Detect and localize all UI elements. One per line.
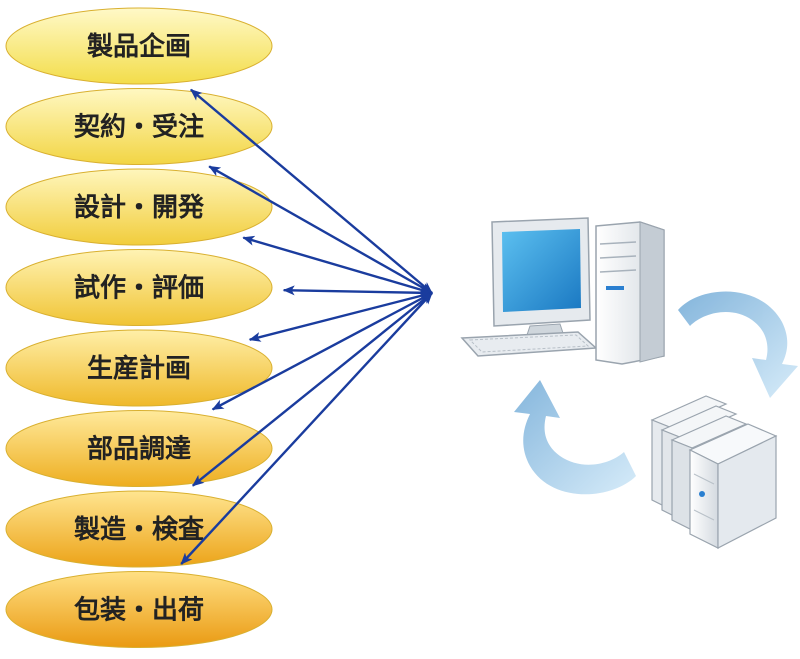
stage-node: 試作・評価: [5, 249, 273, 326]
stage-label: 部品調達: [87, 434, 191, 465]
server-icon: [650, 395, 778, 549]
stage-node: 生産計画: [5, 329, 273, 407]
stage-label: 契約・受注: [73, 112, 204, 143]
desktop-computer-icon: [460, 217, 665, 365]
stage-ellipse: [5, 7, 273, 85]
sync-cycle-icon: [514, 291, 798, 495]
stage-node: 契約・受注: [5, 88, 273, 165]
stage-label: 製品企画: [87, 31, 191, 62]
bidirectional-arrow: [282, 285, 433, 298]
stage-label: 生産計画: [87, 353, 191, 384]
stage-ellipse: [5, 571, 273, 648]
stage-node: 製品企画: [5, 7, 273, 85]
stage-node: 包装・出荷: [5, 571, 273, 648]
stage-label: 設計・開発: [74, 192, 205, 223]
connection-arrows: [180, 88, 433, 565]
stage-label: 試作・評価: [74, 273, 204, 304]
bidirectional-arrow: [242, 235, 433, 295]
stage-node: 製造・検査: [5, 490, 273, 568]
stage-label: 包装・出荷: [74, 595, 204, 626]
stage-node: 部品調達: [5, 410, 273, 487]
stage-label: 製造・検査: [74, 515, 204, 545]
bidirectional-arrow: [180, 292, 433, 565]
